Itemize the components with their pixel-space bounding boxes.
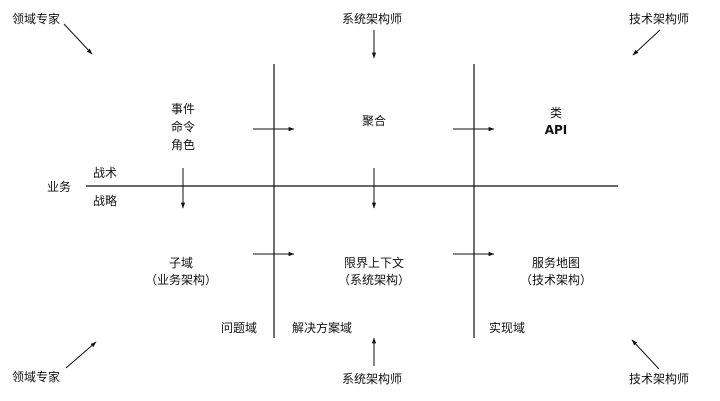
business-axis-label: 业务 [47, 179, 71, 194]
bottom-right-role-arrow [631, 339, 660, 370]
solution-domain-label: 解决方案域 [292, 320, 352, 335]
subdomain-note: （业务架构） [145, 272, 217, 287]
strategy-label: 战略 [93, 193, 117, 208]
command-label: 命令 [171, 119, 195, 134]
service-map-label: 服务地图 [532, 255, 580, 270]
top-left-role-label: 领域专家 [12, 11, 60, 26]
tactics-label: 战术 [93, 166, 117, 180]
bottom-left-role-label: 领域专家 [12, 369, 60, 384]
top-right-role-label: 技术架构师 [629, 11, 689, 26]
top-left-role-arrow [63, 23, 93, 55]
api-label: API [545, 123, 568, 137]
bottom-center-role-label: 系统架构师 [342, 371, 402, 386]
event-label: 事件 [171, 102, 195, 116]
aggregate-label: 聚合 [362, 113, 386, 128]
bottom-right-role-label: 技术架构师 [629, 371, 689, 386]
implementation-domain-label: 实现域 [489, 320, 525, 335]
bounded-context-label: 限界上下文 [344, 255, 404, 270]
bounded-context-note: （系统架构） [338, 272, 410, 287]
class-label: 类 [550, 106, 562, 120]
top-center-role-label: 系统架构师 [342, 11, 402, 26]
bottom-left-role-arrow [65, 341, 97, 369]
service-map-note: （技术架构） [520, 272, 592, 287]
problem-domain-label: 问题域 [221, 321, 257, 335]
top-right-role-arrow [632, 29, 661, 56]
subdomain-label: 子域 [169, 256, 193, 270]
role-label: 角色 [171, 138, 195, 152]
